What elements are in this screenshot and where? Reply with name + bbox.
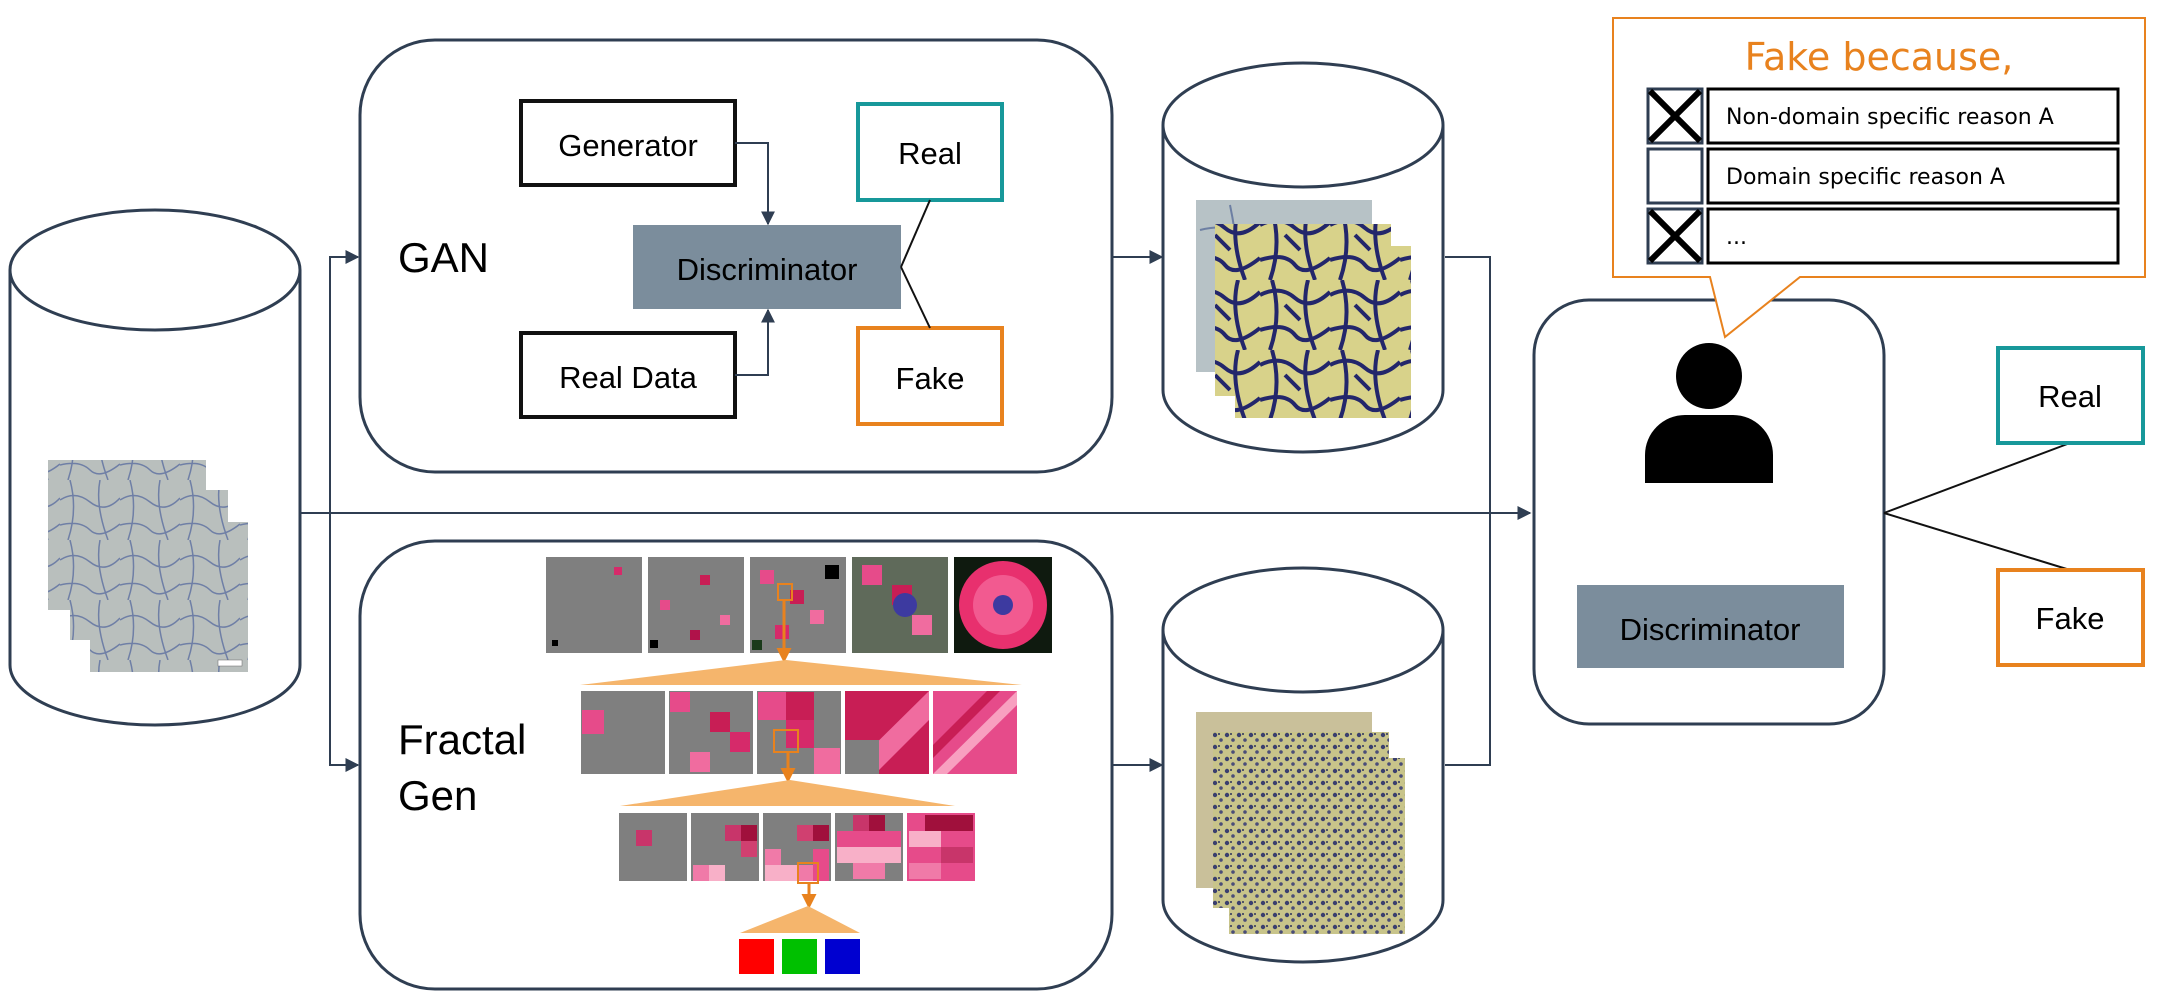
reason-text: Non-domain specific reason A bbox=[1726, 105, 2054, 130]
source-database bbox=[8, 208, 302, 727]
generator-box bbox=[519, 99, 737, 187]
fractal-level3-row bbox=[619, 813, 975, 884]
cross-mark-icon bbox=[1647, 208, 1703, 264]
fractal-image-stack bbox=[1196, 712, 1405, 934]
rgb-channels bbox=[739, 939, 860, 974]
gan-real-label: Real bbox=[898, 136, 962, 171]
real-data-label: Real Data bbox=[559, 360, 698, 395]
gan-image-stack bbox=[1196, 200, 1411, 418]
fractal-level1-row bbox=[546, 557, 1052, 653]
reason-row: Non-domain specific reason A bbox=[1646, 87, 2120, 145]
final-real-box bbox=[1996, 346, 2145, 445]
gan-output-database bbox=[1161, 61, 1445, 454]
fake-reason-callout: Fake because, Non-domain specific reason… bbox=[1612, 17, 2146, 339]
fractal-level2-row bbox=[581, 691, 1017, 774]
gan-fake-label: Fake bbox=[896, 361, 965, 396]
gan-panel: GAN Generator Real Data Discriminator Re… bbox=[358, 38, 1114, 474]
gan-discriminator-label: Discriminator bbox=[677, 252, 858, 287]
reason-text: Domain specific reason A bbox=[1726, 165, 2005, 190]
source-image-stack bbox=[48, 460, 248, 672]
reason-row: Domain specific reason A bbox=[1646, 147, 2120, 205]
fractalgen-panel: Fractal Gen bbox=[358, 539, 1114, 991]
gan-title: GAN bbox=[398, 234, 489, 281]
fractal-title-line2: Gen bbox=[398, 772, 477, 819]
final-fake-label: Fake bbox=[2036, 601, 2105, 636]
person-icon bbox=[1645, 343, 1773, 483]
fractal-output-database bbox=[1161, 566, 1445, 964]
fractal-title-line1: Fractal bbox=[398, 716, 526, 763]
gan-discriminator-box bbox=[633, 225, 901, 309]
reason-row: ... bbox=[1646, 207, 2120, 265]
reason-checkbox[interactable] bbox=[1646, 147, 1704, 205]
human-discriminator-panel: Discriminator bbox=[1532, 298, 1886, 726]
human-discriminator-box bbox=[1577, 585, 1844, 668]
gan-fake-box bbox=[856, 326, 1004, 426]
main-connectors bbox=[300, 250, 1532, 772]
final-fake-box bbox=[1996, 568, 2145, 667]
final-real-label: Real bbox=[2038, 379, 2102, 414]
cross-mark-icon bbox=[1647, 88, 1703, 144]
human-discriminator-label: Discriminator bbox=[1620, 612, 1801, 647]
real-data-box bbox=[519, 331, 737, 419]
callout-title: Fake because, bbox=[1745, 35, 2014, 79]
generator-label: Generator bbox=[558, 128, 698, 163]
reason-text: ... bbox=[1726, 225, 1747, 250]
